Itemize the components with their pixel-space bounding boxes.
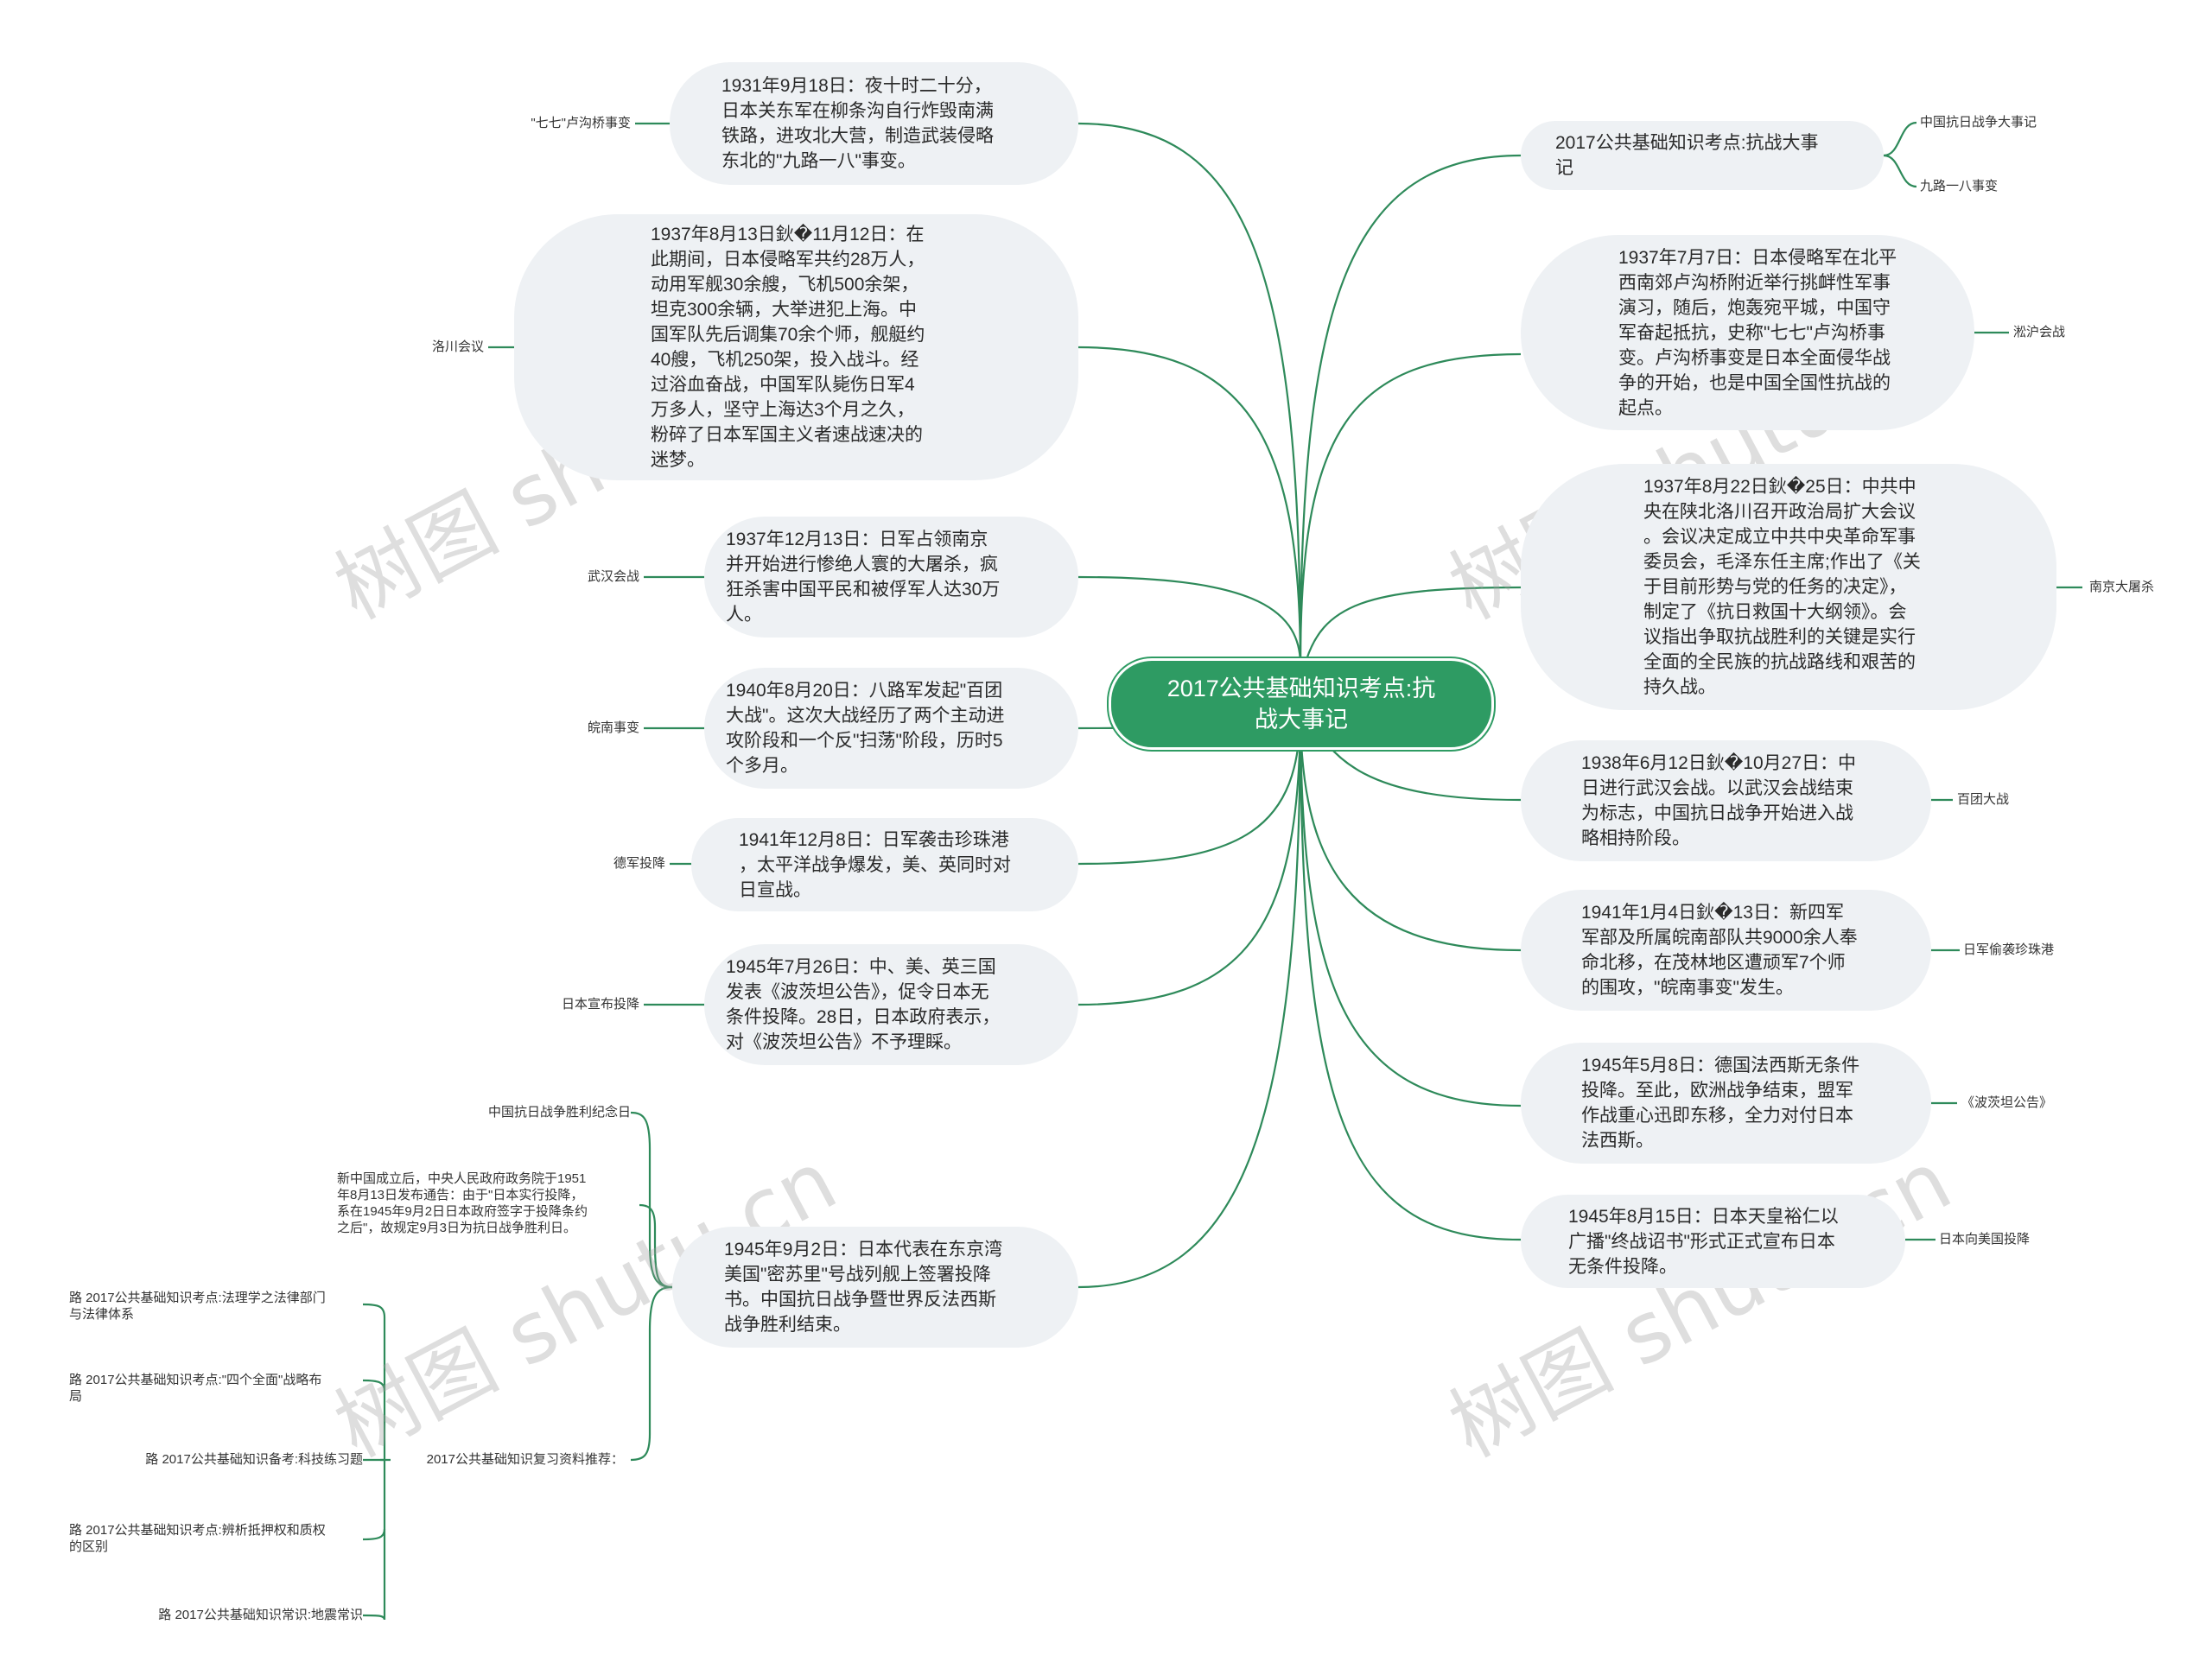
link-resources	[630, 1285, 673, 1462]
resource-item-2[interactable]: 路 2017公共基础知识考点:"四个全面"战略布 局	[69, 1373, 322, 1404]
leaf-right-1b[interactable]: 九路一八事变	[1920, 179, 1999, 194]
event-text: 1945年8月15日：日本天皇裕仁以 广播"终战诏书"形式正式宣布日本 无条件投…	[1568, 1206, 1839, 1277]
resource-item-5[interactable]: 路 2017公共基础知识常识:地震常识	[158, 1608, 363, 1622]
link-root-left-5	[1077, 707, 1302, 866]
leaf-right-2[interactable]: 淞沪会战	[2013, 325, 2066, 339]
event-node-left-3[interactable]: 1937年12月13日：日军占领南京 并开始进行惨绝人寰的大屠杀，疯 狂杀害中国…	[704, 517, 1078, 638]
link-root-right-5	[1299, 707, 1522, 952]
link-root-left-2	[1077, 346, 1302, 666]
resource-item-4[interactable]: 路 2017公共基础知识考点:辨析抵押权和质权 的区别	[69, 1523, 326, 1554]
link-victory-note	[639, 1203, 673, 1289]
event-node-left-5[interactable]: 1941年12月8日：日军袭击珍珠港 ，太平洋战争爆发，美、英同时对 日宣战。	[691, 818, 1078, 911]
event-node-right-6[interactable]: 1945年5月8日：德国法西斯无条件 投降。至此，欧洲战争结束，盟军 作战重心迅…	[1521, 1043, 1931, 1164]
link-leaf-r1a	[1883, 121, 1917, 157]
leaf-left-4[interactable]: 皖南事变	[587, 720, 639, 735]
event-text: 1937年8月13日鈥�11月12日：在 此期间，日本侵略军共约28万人， 动用…	[651, 225, 925, 470]
leaf-left-1[interactable]: "七七"卢沟桥事变	[531, 116, 631, 130]
event-node-right-7[interactable]: 1945年8月15日：日本天皇裕仁以 广播"终战诏书"形式正式宣布日本 无条件投…	[1521, 1195, 1905, 1288]
leaf-right-7[interactable]: 日本向美国投降	[1939, 1232, 2031, 1247]
event-node-left-2[interactable]: 1937年8月13日鈥�11月12日：在 此期间，日本侵略军共约28万人， 动用…	[514, 214, 1078, 480]
root-topic[interactable]: 2017公共基础知识考点:抗 战大事记	[1109, 658, 1494, 750]
event-node-left-6[interactable]: 1945年7月26日：中、美、英三国 发表《波茨坦公告》，促令日本无 条件投降。…	[704, 944, 1078, 1065]
leaf-right-4[interactable]: 百团大战	[1957, 792, 2010, 807]
leaf-left-5[interactable]: 德军投降	[613, 856, 665, 871]
event-text: 1945年5月8日：德国法西斯无条件 投降。至此，欧洲战争结束，盟军 作战重心迅…	[1581, 1056, 1860, 1151]
event-text: 1941年1月4日鈥�13日：新四军 军部及所属皖南部队共9000余人奉 命北移…	[1581, 903, 1858, 998]
link-root-left-7	[1077, 707, 1302, 1289]
event-node-right-4[interactable]: 1938年6月12日鈥�10月27日：中 日进行武汉会战。以武汉会战结束 为标志…	[1521, 740, 1931, 861]
resources-label[interactable]: 2017公共基础知识复习资料推荐：	[426, 1452, 624, 1467]
leaf-right-6[interactable]: 《波茨坦公告》	[1961, 1095, 2053, 1110]
link-res-bracket	[380, 1317, 391, 1620]
event-text: 1938年6月12日鈥�10月27日：中 日进行武汉会战。以武汉会战结束 为标志…	[1581, 753, 1857, 848]
event-node-right-5[interactable]: 1941年1月4日鈥�13日：新四军 军部及所属皖南部队共9000余人奉 命北移…	[1521, 890, 1931, 1011]
link-res-1	[362, 1303, 386, 1318]
link-root-left-3	[1077, 575, 1302, 666]
victory-day-note[interactable]: 新中国成立后，中央人民政府政务院于1951 年8月13日发布通告：由于"日本实行…	[337, 1171, 588, 1235]
resource-item-1[interactable]: 路 2017公共基础知识考点:法理学之法律部门 与法律体系	[69, 1291, 326, 1322]
link-root-right-2	[1299, 352, 1522, 666]
link-root-right-7	[1299, 707, 1522, 1241]
link-root-right-6	[1299, 707, 1522, 1107]
link-leaf-r1b	[1883, 154, 1917, 188]
event-node-right-1[interactable]: 2017公共基础知识考点:抗战大事 记	[1521, 121, 1884, 190]
event-node-left-7[interactable]: 1945年9月2日：日本代表在东京湾 美国"密苏里"号战列舰上签署投降 书。中国…	[672, 1227, 1078, 1348]
event-node-left-4[interactable]: 1940年8月20日：八路军发起"百团 大战"。这次大战经历了两个主动进 攻阶段…	[704, 668, 1078, 789]
event-node-left-1[interactable]: 1931年9月18日：夜十时二十分， 日本关东军在柳条沟自行炸毁南满 铁路，进攻…	[670, 62, 1078, 185]
link-root-right-3	[1303, 586, 1522, 666]
victory-day-label[interactable]: 中国抗日战争胜利纪念日	[487, 1105, 631, 1120]
event-text: 2017公共基础知识考点:抗战大事 记	[1555, 133, 1819, 178]
event-text: 1937年8月22日鈥�25日：中共中 央在陕北洛川召开政治局扩大会议 。会议决…	[1643, 477, 1921, 697]
link-res-4	[362, 1528, 386, 1541]
leaf-right-1a[interactable]: 中国抗日战争大事记	[1920, 115, 2037, 130]
link-res-2	[362, 1379, 386, 1392]
resource-item-3[interactable]: 路 2017公共基础知识备考:科技练习题	[145, 1452, 363, 1467]
event-text: 1945年9月2日：日本代表在东京湾 美国"密苏里"号战列舰上签署投降 书。中国…	[724, 1240, 1003, 1335]
event-text: 1937年7月7日：日本侵略军在北平 西南郊卢沟桥附近举行挑衅性军事 演习，随后…	[1618, 247, 1897, 418]
link-res-5	[362, 1614, 386, 1621]
event-text: 1945年7月26日：中、美、英三国 发表《波茨坦公告》，促令日本无 条件投降。…	[726, 957, 1001, 1052]
link-root-left-6	[1077, 707, 1302, 1006]
link-root-right-1	[1299, 154, 1522, 666]
event-node-right-2[interactable]: 1937年7月7日：日本侵略军在北平 西南郊卢沟桥附近举行挑衅性军事 演习，随后…	[1521, 235, 1974, 430]
leaf-right-3[interactable]: 南京大屠杀	[2089, 580, 2155, 594]
event-text: 1941年12月8日：日军袭击珍珠港 ，太平洋战争爆发，美、英同时对 日宣战。	[739, 829, 1011, 900]
link-victory-day	[630, 1111, 673, 1289]
leaf-left-3[interactable]: 武汉会战	[587, 569, 639, 584]
leaf-right-5[interactable]: 日军偷袭珍珠港	[1963, 942, 2055, 957]
leaf-left-2[interactable]: 洛川会议	[431, 339, 484, 354]
event-node-right-3[interactable]: 1937年8月22日鈥�25日：中共中 央在陕北洛川召开政治局扩大会议 。会议决…	[1521, 464, 2056, 710]
leaf-left-6[interactable]: 日本宣布投降	[561, 997, 639, 1012]
event-text: 1937年12月13日：日军占领南京 并开始进行惨绝人寰的大屠杀，疯 狂杀害中国…	[726, 530, 1001, 625]
event-text: 1931年9月18日：夜十时二十分， 日本关东军在柳条沟自行炸毁南满 铁路，进攻…	[721, 76, 994, 171]
event-text: 1940年8月20日：八路军发起"百团 大战"。这次大战经历了两个主动进 攻阶段…	[726, 681, 1005, 776]
link-root-left-1	[1077, 122, 1302, 666]
